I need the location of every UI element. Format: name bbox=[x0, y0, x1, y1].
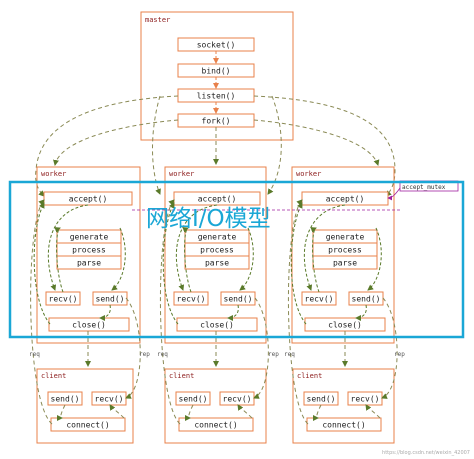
req-label-3: req bbox=[284, 351, 295, 358]
worker-2-title: worker bbox=[169, 170, 194, 178]
client-2-recv: recv() bbox=[223, 395, 252, 404]
worker-2-process: process bbox=[200, 246, 234, 255]
client-1-send: send() bbox=[51, 395, 80, 404]
client-2: client send() recv() connect() bbox=[164, 368, 267, 444]
worker-3-send: send() bbox=[352, 295, 381, 304]
worker-3-accept: accept() bbox=[326, 195, 365, 204]
worker-1-parse: parse bbox=[77, 259, 101, 268]
client-1-connect: connect() bbox=[66, 421, 109, 430]
req-label-1: req bbox=[29, 351, 40, 358]
worker-3-process: process bbox=[328, 246, 362, 255]
worker-1-title: worker bbox=[41, 170, 66, 178]
rep-label-1: rep bbox=[139, 351, 150, 358]
worker-2-generate: generate bbox=[198, 233, 237, 242]
worker-1-close: close() bbox=[72, 321, 106, 330]
worker-3-recv: recv() bbox=[305, 295, 334, 304]
bind-step: bind() bbox=[202, 67, 231, 76]
socket-step: socket() bbox=[197, 41, 236, 50]
req-label-2: req bbox=[157, 351, 168, 358]
client-1-recv: recv() bbox=[95, 395, 124, 404]
network-io-highlight-box bbox=[8, 180, 465, 339]
client-3-send: send() bbox=[307, 395, 336, 404]
client-worker-links bbox=[30, 199, 398, 425]
worker-2-close: close() bbox=[200, 321, 234, 330]
fork-arrows bbox=[35, 95, 396, 197]
master-title: master bbox=[145, 16, 170, 24]
rep-label-2: rep bbox=[268, 351, 279, 358]
worker-2: worker accept() generate process parse r… bbox=[162, 166, 267, 344]
watermark: https://blog.csdn.net/weixin_42007 bbox=[382, 450, 470, 456]
client-3-recv: recv() bbox=[351, 395, 380, 404]
listen-step: listen() bbox=[197, 92, 236, 101]
fork-step: fork() bbox=[202, 117, 231, 126]
accept-mutex-label: accept_mutex bbox=[402, 184, 446, 191]
client-2-connect: connect() bbox=[194, 421, 237, 430]
worker-2-send: send() bbox=[224, 295, 253, 304]
worker-3-close: close() bbox=[328, 321, 362, 330]
client-2-title: client bbox=[169, 372, 194, 380]
worker-1-accept: accept() bbox=[69, 195, 108, 204]
client-1: client send() recv() connect() bbox=[36, 368, 134, 444]
worker-3: worker accept() generate process parse r… bbox=[290, 166, 395, 344]
client-2-send: send() bbox=[179, 395, 208, 404]
worker-1-generate: generate bbox=[70, 233, 109, 242]
client-3-title: client bbox=[297, 372, 322, 380]
master-process: master socket() bind() listen() fork() bbox=[140, 11, 294, 141]
worker-2-parse: parse bbox=[205, 259, 229, 268]
worker-3-generate: generate bbox=[326, 233, 365, 242]
worker-3-title: worker bbox=[296, 170, 321, 178]
rep-label-3: rep bbox=[394, 351, 405, 358]
worker-3-parse: parse bbox=[333, 259, 357, 268]
worker-1: worker accept() generate process parse r… bbox=[33, 166, 141, 344]
worker-2-recv: recv() bbox=[177, 295, 206, 304]
client-1-title: client bbox=[41, 372, 66, 380]
network-io-overlay-label: 网络I/O模型 bbox=[146, 206, 271, 232]
worker-1-send: send() bbox=[96, 295, 125, 304]
worker-1-recv: recv() bbox=[49, 295, 78, 304]
worker-2-accept: accept() bbox=[198, 195, 237, 204]
worker-1-process: process bbox=[72, 246, 106, 255]
client-3: client send() recv() connect() bbox=[292, 368, 395, 444]
client-3-connect: connect() bbox=[322, 421, 365, 430]
